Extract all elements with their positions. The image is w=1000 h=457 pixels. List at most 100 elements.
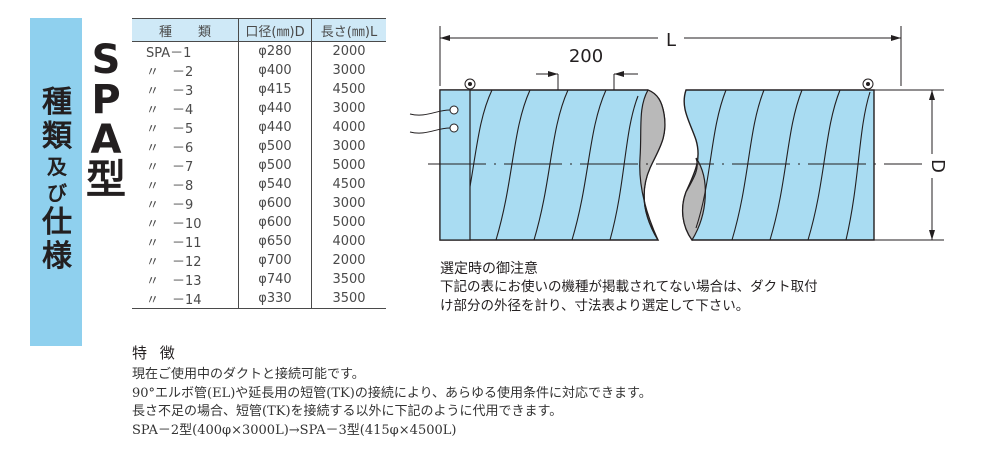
section-title: 種 類 及び 仕 様 <box>42 86 72 274</box>
dim-pitch-arrow-right <box>614 71 624 77</box>
cell-diameter: φ440 <box>238 99 312 118</box>
cell-length: 4000 <box>311 232 386 251</box>
cell-length: 5000 <box>311 213 386 232</box>
cell-diameter: φ700 <box>238 251 312 270</box>
cell-length: 4500 <box>311 80 386 99</box>
wire <box>409 109 451 116</box>
cell-type: 〃 －6 <box>146 141 194 156</box>
cell-type: 〃 －7 <box>146 160 194 175</box>
cell-type: 〃 －14 <box>146 293 202 308</box>
header-length: 長さ(㎜)L <box>311 18 386 42</box>
dim-d-label: D <box>927 159 948 173</box>
cell-type: 〃 －13 <box>146 274 202 289</box>
cell-type: 〃 －8 <box>146 179 194 194</box>
hanging-ring-dot <box>468 82 472 86</box>
dim-l-arrow-right <box>891 35 901 41</box>
note-line: 下記の表にお使いの機種が掲載されてない場合は、ダクト取付 <box>440 279 818 295</box>
section-title-char: 類 <box>42 119 72 154</box>
model-char: P <box>91 77 121 123</box>
duct-right-cut <box>682 157 706 242</box>
note-title: 選定時の御注意 <box>440 261 538 277</box>
dim-d-arrow-bottom <box>929 230 935 240</box>
note-text: 下記の表にお使いの機種が掲載されてない場合は、ダクト取付 け部分の外径を計り、寸… <box>440 278 890 316</box>
dim-l-label: L <box>666 30 676 51</box>
cell-type: 〃 －9 <box>146 198 194 213</box>
cell-type: 〃 －11 <box>146 236 202 251</box>
model-char: S <box>91 37 121 83</box>
section-title-char: 仕 <box>42 205 72 240</box>
section-title-small: 及び <box>47 155 67 205</box>
header-diameter: 口径(㎜)D <box>238 18 312 42</box>
model-title: S P A 型 <box>84 40 128 200</box>
side-band <box>30 18 82 346</box>
cell-length: 4500 <box>311 175 386 194</box>
feature-line: 長さ不足の場合、短管(TK)を接続する以外に下記のように代用できます。 <box>132 404 563 419</box>
cell-length: 3000 <box>311 61 386 80</box>
cell-diameter: φ600 <box>238 194 312 213</box>
feature-line: 現在ご使用中のダクトと接続可能です。 <box>132 367 365 382</box>
cell-length: 3000 <box>311 137 386 156</box>
cell-diameter: φ540 <box>238 175 312 194</box>
cell-length: 2000 <box>311 251 386 270</box>
cell-type: 〃 －5 <box>146 122 194 137</box>
dim-l-label-bg <box>658 28 684 48</box>
cell-diameter: φ740 <box>238 270 312 289</box>
spiral-lines-left <box>457 89 639 241</box>
cell-type: 〃 －4 <box>146 103 194 118</box>
cell-diameter: φ650 <box>238 232 312 251</box>
duct-end-cap <box>439 89 471 241</box>
cell-diameter: φ415 <box>238 80 312 99</box>
cell-length: 2000 <box>311 41 386 61</box>
dim-d-label-bg <box>922 154 942 178</box>
duct-diagram: L 200 D <box>409 26 948 242</box>
hanging-ring-dot <box>866 82 870 86</box>
cell-diameter: φ330 <box>238 289 312 309</box>
header-type: 種 類 <box>132 18 239 42</box>
dim-pitch-label: 200 <box>569 46 603 67</box>
cell-diameter: φ500 <box>238 137 312 156</box>
cell-diameter: φ500 <box>238 156 312 175</box>
model-char: A <box>90 117 122 163</box>
wire <box>409 127 451 134</box>
spiral-lines-right <box>695 89 871 241</box>
cell-length: 5000 <box>311 156 386 175</box>
table-header-row: 種 類 口径(㎜)D 長さ(㎜)L <box>132 18 386 42</box>
feature-line: 90°エルボ管(EL)や延長用の短管(TK)の接続により、あらゆる使用条件に対応… <box>132 385 652 401</box>
duct-right-body <box>681 89 875 241</box>
features-heading: 特 徴 <box>132 344 179 362</box>
dim-pitch-arrow-left <box>548 71 558 77</box>
cell-type: 〃 －2 <box>146 65 194 80</box>
cell-diameter: φ280 <box>238 41 312 61</box>
wire-terminal <box>449 105 459 115</box>
note-line: け部分の外径を計り、寸法表より選定して下さい。 <box>440 298 750 314</box>
cell-type: 〃 －3 <box>146 84 194 99</box>
cell-diameter: φ600 <box>238 213 312 232</box>
cell-length: 3500 <box>311 289 386 309</box>
cell-type: 〃 －10 <box>146 217 202 232</box>
features-section: 特 徴 現在ご使用中のダクトと接続可能です。 90°エルボ管(EL)や延長用の短… <box>132 342 992 440</box>
cell-length: 3000 <box>311 99 386 118</box>
cell-diameter: φ400 <box>238 61 312 80</box>
duct-left-cut <box>639 89 666 241</box>
cell-length: 4000 <box>311 118 386 137</box>
section-title-char: 種 <box>42 85 72 120</box>
cell-length: 3000 <box>311 194 386 213</box>
dim-d-arrow-top <box>929 90 935 100</box>
feature-line: SPA－2型(400φ×3000L)→SPA－3型(415φ×4500L) <box>132 422 457 438</box>
